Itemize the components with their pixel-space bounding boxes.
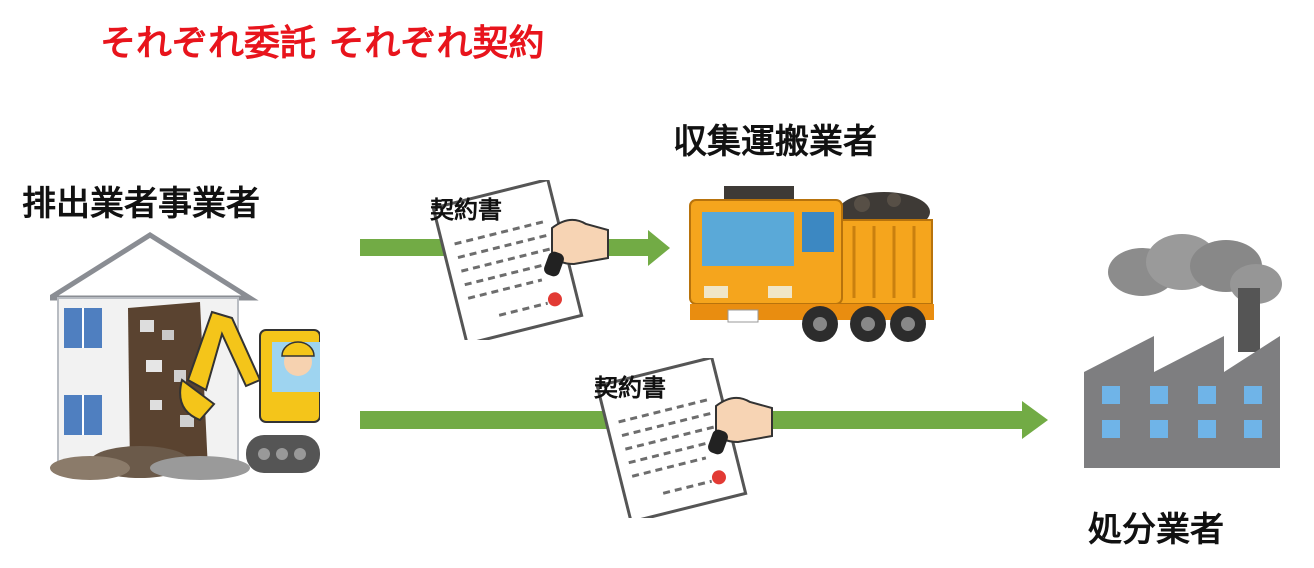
factory-icon bbox=[1084, 234, 1282, 468]
emitter-label: 排出業者事業者 bbox=[22, 184, 260, 224]
hauler-label: 収集運搬業者 bbox=[673, 122, 877, 162]
page-title: それぞれ委託 それぞれ契約 bbox=[100, 23, 545, 64]
disposer-label: 処分業者 bbox=[1088, 510, 1224, 550]
contract-document-icon-2: 契約書 bbox=[594, 358, 773, 518]
contract-heading-1: 契約書 bbox=[430, 196, 502, 224]
demolition-house-excavator-icon bbox=[50, 232, 320, 480]
contract-document-icon-1: 契約書 bbox=[430, 180, 609, 340]
contract-heading-2: 契約書 bbox=[594, 374, 666, 402]
dump-truck-icon bbox=[689, 186, 934, 342]
